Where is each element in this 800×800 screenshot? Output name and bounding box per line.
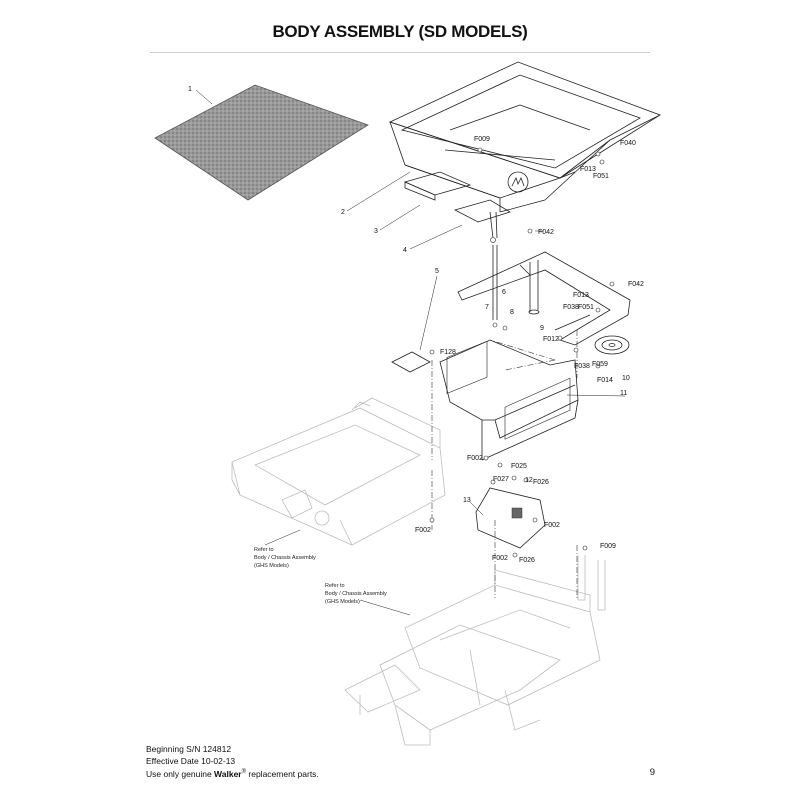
- callout-6: 6: [502, 289, 506, 296]
- callout-8: 8: [510, 309, 514, 316]
- callout-3: 3: [374, 228, 378, 235]
- callout-labels: 1 2 3 4 5 6 7 8 9 10 11 12 13 F009 F040 …: [188, 86, 644, 564]
- callout-1: 1: [188, 86, 192, 93]
- callout-10: 10: [622, 375, 630, 382]
- callout-4: 4: [403, 247, 407, 254]
- fasteners: [429, 147, 615, 558]
- callout-f009-lower: F009: [600, 543, 616, 550]
- callout-2: 2: [341, 209, 345, 216]
- svg-text:(GHS Models): (GHS Models): [325, 599, 360, 605]
- page-number: 9: [649, 767, 655, 778]
- callout-f040: F040: [620, 140, 636, 147]
- svg-text:Refer to: Refer to: [325, 583, 345, 589]
- leader-lines: [195, 89, 626, 616]
- effective-date: Effective Date 10-02-13: [146, 755, 236, 766]
- assembly-centerlines: [431, 330, 578, 598]
- callout-f002-chassis: F002: [415, 527, 431, 534]
- callout-f128: F128: [440, 349, 456, 356]
- callout-f002-cover: F002: [544, 522, 560, 529]
- callout-f013-frame: F013: [573, 292, 589, 299]
- callout-f025: F025: [511, 463, 527, 470]
- part-11-guard: [439, 339, 579, 461]
- callout-f012: F012: [543, 336, 559, 343]
- svg-text:(GHS Models): (GHS Models): [254, 563, 289, 569]
- svg-text:Refer to: Refer to: [254, 547, 274, 553]
- svg-text:Body / Chassis Assembly: Body / Chassis Assembly: [254, 555, 316, 561]
- callout-f038-lower: F038: [574, 363, 590, 370]
- callout-f014: F014: [597, 377, 613, 384]
- callout-f051-top: F051: [593, 173, 609, 180]
- callout-5: 5: [435, 268, 439, 275]
- callout-12: 12: [525, 477, 533, 484]
- part-13-cover: [475, 487, 546, 549]
- page-title: BODY ASSEMBLY (SD MODELS): [272, 22, 528, 41]
- part-5-plate: [391, 351, 431, 373]
- part-2-hopper: [388, 61, 661, 213]
- callout-13: 13: [463, 497, 471, 504]
- serial-number: Beginning S/N 124812: [146, 744, 232, 754]
- brand-name: Walker: [214, 768, 242, 779]
- title-divider: [150, 52, 650, 53]
- callout-f042-right: F042: [628, 281, 644, 288]
- footer-info: Beginning S/N 124812 Effective Date 10-0…: [146, 744, 319, 780]
- callout-f002-guard: F002: [467, 455, 483, 462]
- callout-f027: F027: [493, 476, 509, 483]
- refer-note-lower: Refer to Body / Chassis Assembly (GHS Mo…: [325, 583, 387, 605]
- callout-7: 7: [485, 304, 489, 311]
- part-3-4-plates: [403, 171, 511, 239]
- callout-f009-top: F009: [474, 136, 490, 143]
- callout-f013-top: F013: [580, 166, 596, 173]
- ghost-upper-chassis: [231, 397, 446, 546]
- ghost-lower-frame: [344, 555, 606, 746]
- hopper-support-frame: [457, 245, 631, 346]
- callout-f051-frame: F051: [578, 304, 594, 311]
- callout-f038-frame: F038: [563, 304, 579, 311]
- callout-f026-upper: F026: [533, 479, 549, 486]
- refer-note-upper: Refer to Body / Chassis Assembly (GHS Mo…: [254, 547, 316, 569]
- part-10-pulley: [594, 335, 630, 355]
- callout-f042-upper: F042: [538, 229, 554, 236]
- callout-f026-lower: F026: [519, 557, 535, 564]
- callout-f059: F059: [592, 361, 608, 368]
- part-1-mat: [154, 84, 369, 201]
- callout-9: 9: [540, 325, 544, 332]
- genuine-parts-note: Use only genuine Walker® replacement par…: [146, 768, 319, 779]
- svg-text:Body / Chassis Assembly: Body / Chassis Assembly: [325, 591, 387, 597]
- callout-11: 11: [620, 390, 627, 397]
- callout-f002-lower: F002: [492, 555, 508, 562]
